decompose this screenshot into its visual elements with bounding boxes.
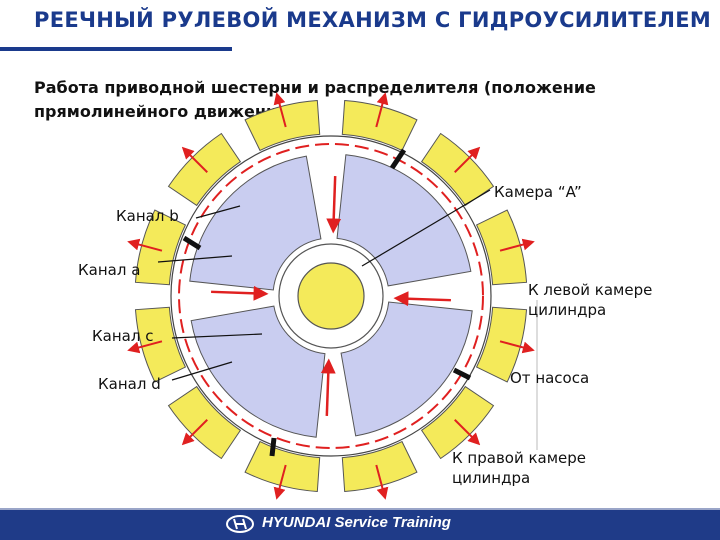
hyundai-logo-icon <box>226 515 254 533</box>
pinion-shaft <box>298 263 364 329</box>
port-arrow <box>272 438 274 456</box>
label-from-pump: От насоса <box>510 368 589 388</box>
label-left-chamber-line2: цилиндра <box>528 300 606 320</box>
flow-arrow <box>327 366 329 416</box>
label-right-chamber-line2: цилиндра <box>452 468 530 488</box>
label-channel-c: Канал c <box>92 326 153 346</box>
flow-arrow <box>211 292 261 294</box>
footer-brand: HYUNDAI Service Training <box>262 514 451 531</box>
flow-arrow <box>333 176 335 226</box>
label-chamber-a: Камера “A” <box>494 182 582 202</box>
label-right-chamber-line1: К правой камере <box>452 448 586 468</box>
label-channel-b: Канал b <box>116 206 179 226</box>
label-channel-d: Канал d <box>98 374 161 394</box>
label-channel-a: Канал a <box>78 260 140 280</box>
label-left-chamber-line1: К левой камере <box>528 280 652 300</box>
flow-arrow <box>401 298 451 300</box>
